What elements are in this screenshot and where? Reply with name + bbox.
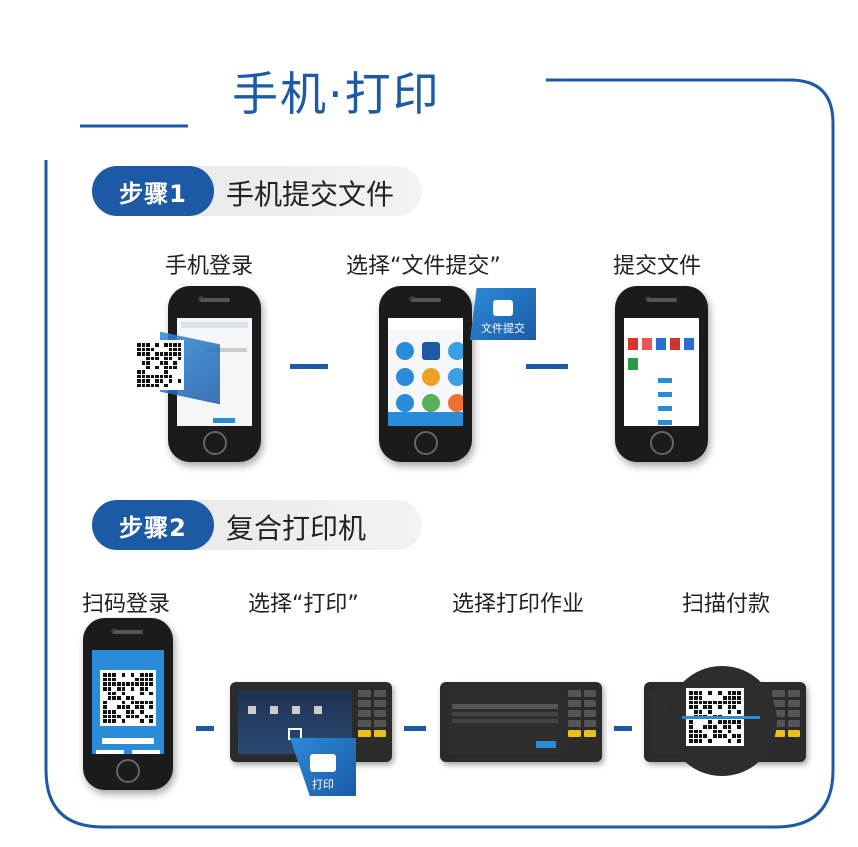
phone-file-list: [615, 286, 708, 462]
step1-title: 手机提交文件: [226, 178, 395, 211]
connector: [526, 364, 568, 369]
printer-panel-jobs: [440, 682, 602, 762]
step1-label-submit: 提交文件: [613, 254, 702, 279]
submit-file-callout: 文件提交: [470, 288, 536, 340]
qr-code-icon: [134, 340, 184, 390]
connector: [290, 364, 328, 369]
connector: [196, 726, 214, 731]
connector: [404, 726, 426, 731]
step2-label-select-print: 选择“打印”: [248, 592, 359, 617]
phone-scan-login: [83, 618, 173, 790]
step1-badge: 步骤1: [92, 166, 214, 216]
phone-select-submit: [379, 286, 472, 462]
step2-label-select-job: 选择打印作业: [452, 592, 585, 617]
folder-icon: [493, 300, 513, 316]
scan-line: [682, 716, 760, 719]
step2-badge: 步骤2: [92, 500, 214, 550]
step2-label-scan-pay: 扫描付款: [682, 592, 771, 617]
page-title: 手机·打印: [232, 67, 441, 121]
step1-label-login: 手机登录: [165, 254, 254, 279]
step2-title: 复合打印机: [226, 512, 367, 545]
printer-icon: [310, 754, 336, 772]
connector: [614, 726, 632, 731]
step2-label-scan-login: 扫码登录: [82, 592, 171, 617]
step1-label-select: 选择“文件提交”: [346, 254, 501, 279]
